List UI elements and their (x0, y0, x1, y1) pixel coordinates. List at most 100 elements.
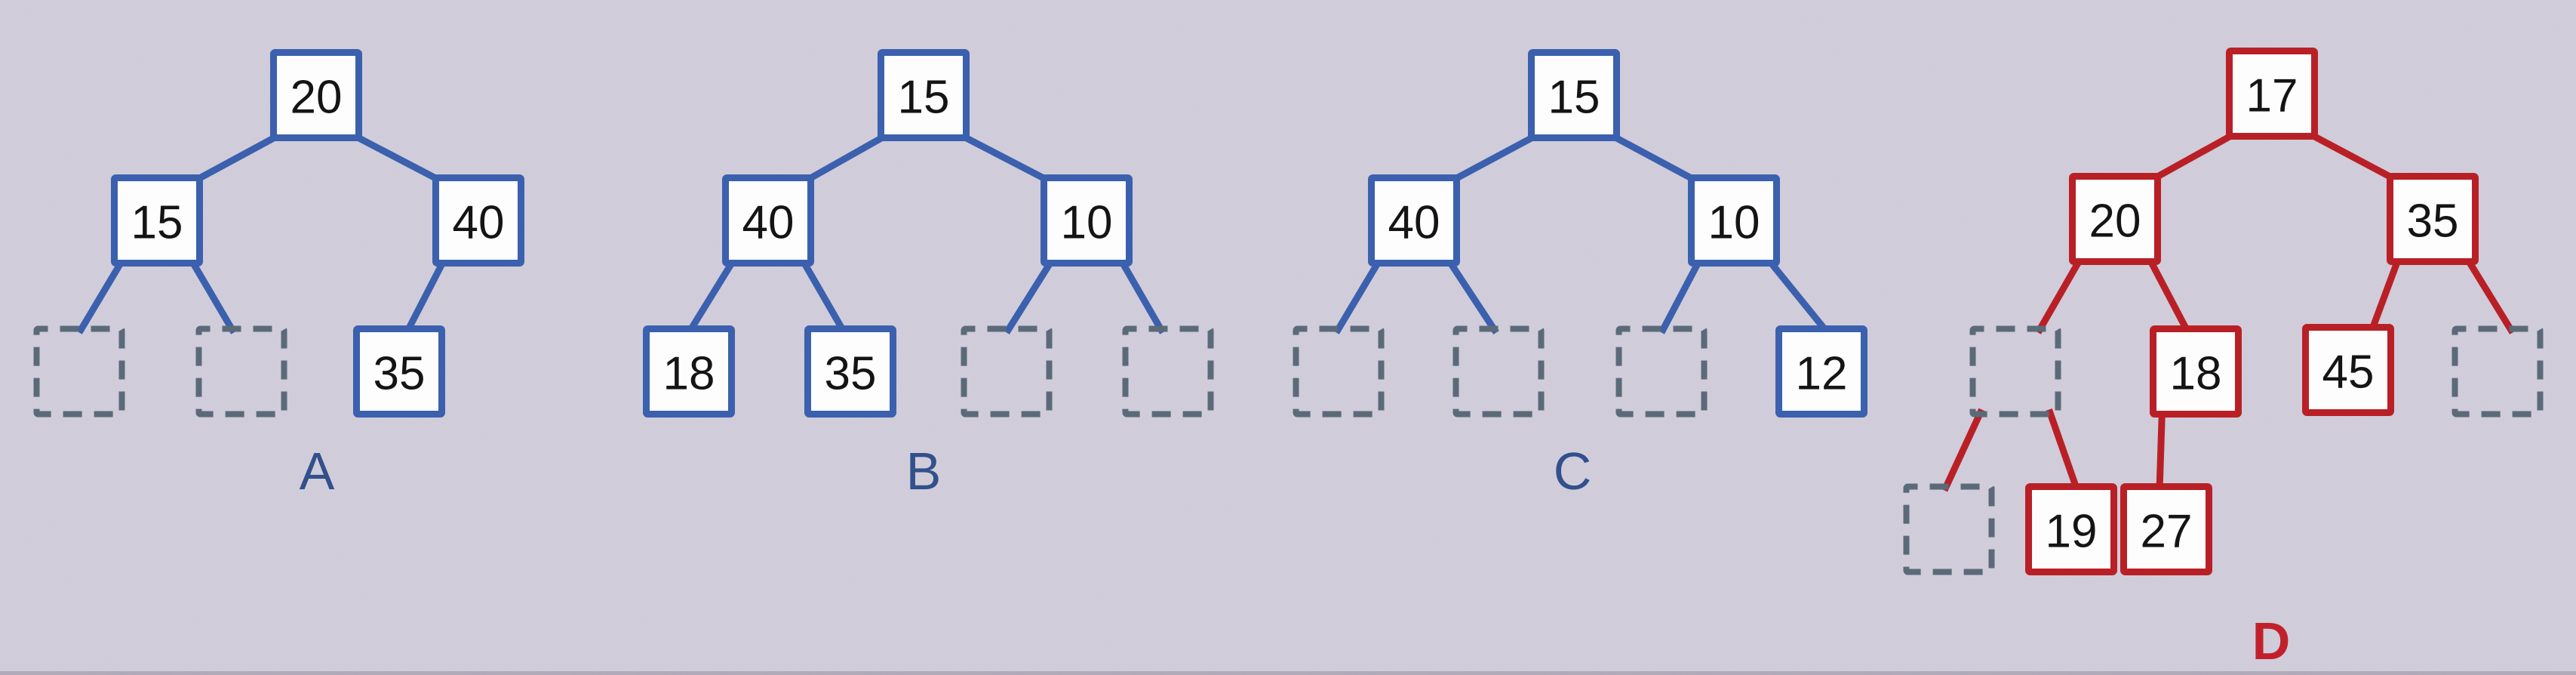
node-value: 12 (1796, 348, 1848, 400)
node-box (804, 325, 896, 418)
node-box (1368, 174, 1460, 267)
edge-35-45 (2368, 255, 2402, 333)
node-value: 10 (1061, 197, 1113, 249)
tree-node-10: 10 (1041, 174, 1133, 267)
tree-label-d: D (2252, 612, 2291, 670)
tree-node-18: 18 (643, 325, 735, 418)
tree-node-20: 20 (270, 49, 362, 141)
empty-node-placeholder (1452, 325, 1545, 418)
node-box (1041, 174, 1133, 267)
node-box (432, 174, 524, 267)
tree-b: 15 40 10 18 35B (643, 49, 1214, 501)
empty-node-placeholder (1122, 325, 1214, 418)
tree-d: 17 20 35 18 45 19 27D (1903, 48, 2544, 670)
node-box (1688, 174, 1780, 267)
node-box (2069, 173, 2161, 265)
tree-node-15: 15 (878, 49, 970, 141)
edge-17-20 (2149, 128, 2240, 183)
node-box (1775, 325, 1867, 418)
dashed-empty-box (1122, 325, 1214, 418)
edge-15-40 (1448, 130, 1542, 185)
dashed-empty-box (1293, 325, 1385, 418)
node-box (643, 325, 735, 418)
node-box (270, 49, 362, 141)
tree-node-40: 40 (722, 174, 814, 267)
edge-15-e2 (187, 257, 237, 334)
dashed-empty-box (1903, 483, 1995, 575)
tree-node-15: 15 (1528, 49, 1620, 141)
edge-10-e2 (1117, 257, 1166, 334)
edge-17-35 (2304, 128, 2399, 183)
node-box (1528, 49, 1620, 141)
tree-node-40: 40 (1368, 174, 1460, 267)
tree-node-45: 45 (2302, 324, 2394, 416)
node-value: 20 (2089, 196, 2141, 248)
tree-a: 20 15 40 35A (33, 49, 524, 501)
node-value: 18 (2170, 348, 2222, 400)
empty-node-placeholder (2452, 325, 2544, 418)
tree-node-35: 35 (2387, 173, 2479, 265)
edge-15-10 (1606, 130, 1700, 185)
node-value: 35 (373, 348, 426, 400)
tree-node-12: 12 (1775, 325, 1867, 418)
empty-node-placeholder (961, 325, 1053, 418)
edge-40-e1 (1333, 257, 1384, 334)
node-box (878, 49, 970, 141)
edge-15-40 (802, 130, 892, 185)
edge-eL-eLL (1941, 408, 1985, 492)
node-value: 35 (825, 348, 877, 400)
node-box (2302, 324, 2394, 416)
tree-label-c: C (1554, 442, 1592, 501)
empty-node-placeholder (1615, 325, 1708, 418)
edge-20-40 (348, 130, 444, 185)
dashed-empty-box (1969, 325, 2061, 418)
edge-15-10 (955, 130, 1053, 185)
edge-20-15 (191, 130, 284, 185)
node-value: 27 (2141, 506, 2193, 558)
node-value: 19 (2046, 506, 2098, 558)
edge-40-e2 (1444, 257, 1499, 334)
tree-node-27: 27 (2120, 483, 2212, 575)
node-value: 15 (898, 72, 950, 124)
tree-node-18: 18 (2150, 325, 2242, 418)
node-value: 45 (2322, 347, 2375, 399)
edge-20-eL (2035, 255, 2085, 334)
node-box (353, 325, 445, 418)
dashed-empty-box (33, 325, 125, 418)
tree-node-35: 35 (353, 325, 445, 418)
node-box (111, 174, 203, 267)
empty-node-placeholder (195, 325, 287, 418)
dashed-empty-box (195, 325, 287, 418)
edge-40-35 (798, 257, 847, 334)
edge-15-e1 (76, 257, 127, 334)
tree-node-15: 15 (111, 174, 203, 267)
empty-node-placeholder (1969, 325, 2061, 418)
tree-label-b: B (906, 442, 942, 501)
edge-20-18 (2145, 255, 2191, 334)
node-box (2120, 483, 2212, 575)
tree-node-10: 10 (1688, 174, 1780, 267)
edge-40-35 (403, 257, 448, 334)
edge-18-27 (2156, 409, 2166, 491)
empty-node-placeholder (33, 325, 125, 418)
node-value: 10 (1708, 197, 1760, 249)
tree-node-17: 17 (2226, 48, 2318, 140)
empty-node-placeholder (1293, 325, 1385, 418)
tree-node-19: 19 (2025, 483, 2117, 575)
node-value: 20 (290, 72, 343, 124)
dashed-empty-box (1452, 325, 1545, 418)
dashed-empty-box (2452, 325, 2544, 418)
photo-bottom-edge-shadow (0, 671, 2576, 675)
edge-40-18 (686, 257, 738, 334)
node-box (2025, 483, 2117, 575)
node-value: 40 (453, 197, 505, 249)
edge-10-12 (1765, 256, 1831, 335)
tree-node-20: 20 (2069, 173, 2161, 265)
tree-node-35: 35 (804, 325, 896, 418)
edge-10-e1 (1004, 257, 1056, 334)
tree-label-a: A (300, 442, 335, 501)
dashed-empty-box (961, 325, 1053, 418)
node-value: 40 (742, 197, 795, 249)
